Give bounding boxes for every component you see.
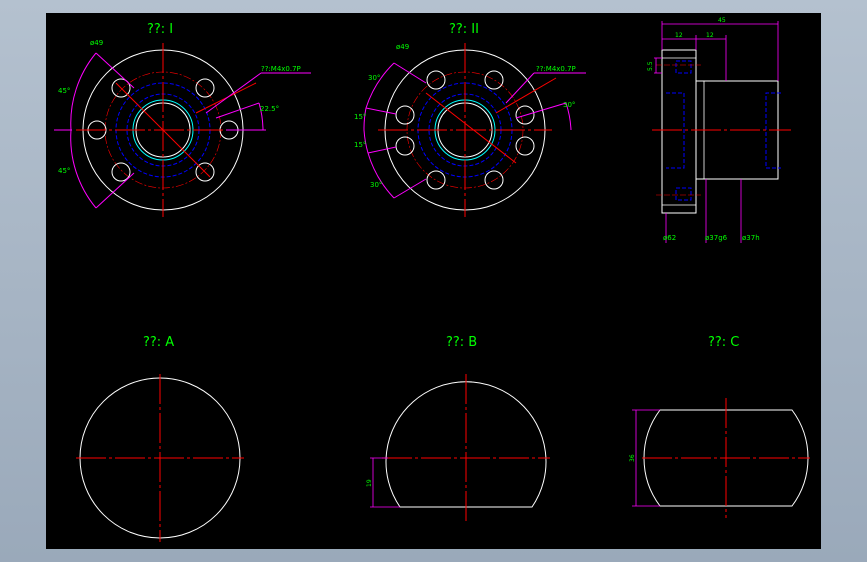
- flange-view-type-2[interactable]: ??: II: [354, 22, 586, 217]
- view-a-centerlines: [76, 374, 244, 542]
- side-dimensions: [654, 21, 779, 243]
- dim-view-b: 19: [366, 479, 373, 487]
- flange-side-outline: [661, 49, 697, 214]
- view-title-a: ??: A: [143, 335, 174, 350]
- view-title-c: ??: C: [708, 335, 739, 350]
- dim-shaft-diameter-2: ø37h: [742, 234, 760, 242]
- dim-view-c: 36: [629, 454, 636, 462]
- view-c[interactable]: ??: C 36: [629, 335, 810, 518]
- angle-label-1: 45°: [58, 87, 70, 95]
- view-b-dimension: [370, 457, 400, 508]
- thread-note-type-2: ??:M4x0.7P: [536, 65, 576, 73]
- angle-dimensions: [363, 62, 586, 199]
- flange-view-type-1[interactable]: ??: I: [54, 22, 311, 217]
- angle-label-30a: 30°: [368, 74, 380, 82]
- side-view[interactable]: 45 12 12 5.5 ø62 ø37g6 ø37h: [647, 17, 791, 243]
- angle-label-15a: 15°: [354, 113, 366, 121]
- view-c-dimension: [632, 409, 660, 507]
- angle-label-30c: 30°: [563, 101, 575, 109]
- view-b-outline: [385, 381, 547, 508]
- view-a[interactable]: ??: A: [76, 335, 244, 542]
- cad-drawing: ??: I: [54, 17, 810, 542]
- dim-flange-width: 12: [675, 32, 683, 39]
- view-c-centerlines: [642, 398, 810, 518]
- dim-step-width: 12: [706, 32, 714, 39]
- dim-diameter-type-1: ø49: [90, 39, 103, 47]
- drawing-canvas[interactable]: ??: I: [46, 13, 821, 549]
- view-c-outline: [643, 409, 809, 507]
- view-b[interactable]: ??: B 19: [366, 335, 550, 523]
- dim-shaft-diameter-1: ø37g6: [705, 234, 728, 242]
- centerlines: [378, 43, 557, 217]
- angle-label-15b: 15°: [354, 141, 366, 149]
- view-title-type-1: ??: I: [147, 22, 173, 37]
- view-title-b: ??: B: [446, 335, 477, 350]
- angle-label-30b: 30°: [370, 181, 382, 189]
- view-title-type-2: ??: II: [449, 22, 479, 37]
- dim-flange-thickness: 5.5: [647, 61, 654, 71]
- angle-dimensions: [54, 52, 311, 209]
- hidden-lines: [666, 60, 781, 201]
- dim-flange-diameter: ø62: [663, 234, 676, 242]
- view-b-centerlines: [382, 374, 550, 523]
- thread-note-type-1: ??:M4x0.7P: [261, 65, 301, 73]
- angle-label-3: 22.5°: [260, 105, 279, 113]
- dim-diameter-type-2: ø49: [396, 43, 409, 51]
- dim-total-length: 45: [718, 17, 726, 24]
- angle-label-2: 45°: [58, 167, 70, 175]
- bolt-holes: [395, 70, 535, 190]
